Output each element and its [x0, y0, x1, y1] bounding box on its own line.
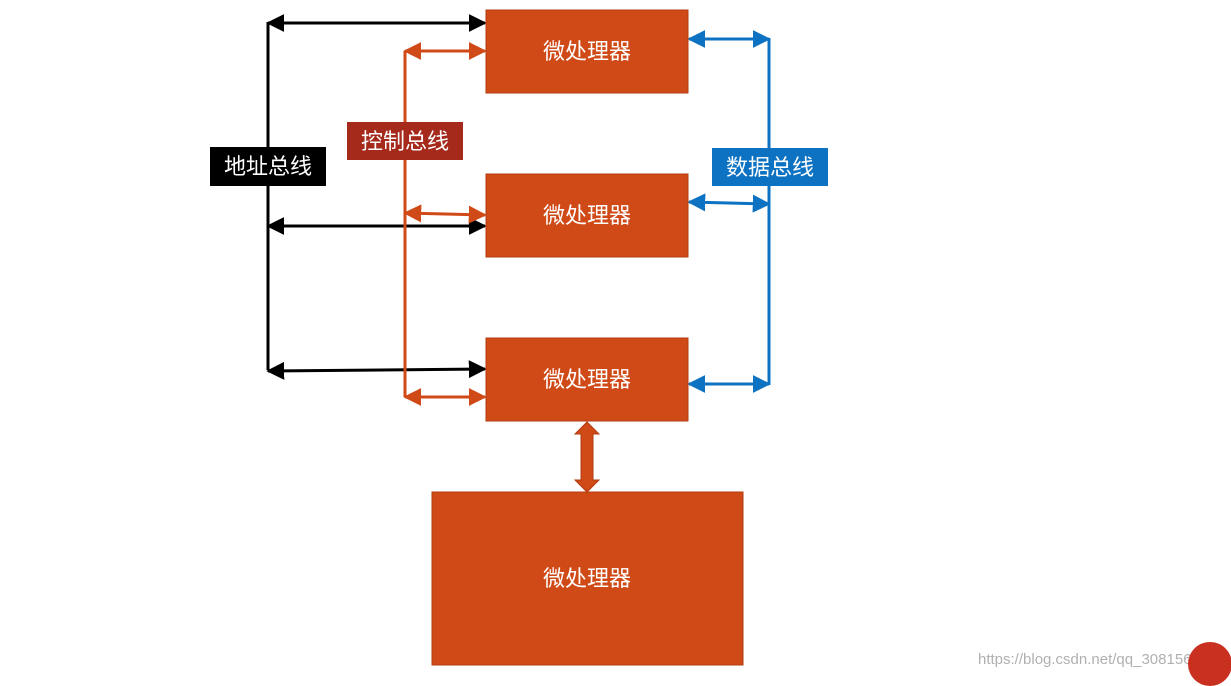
processor-box-3-label: 微处理器 — [543, 368, 631, 393]
processor-box-2-label: 微处理器 — [543, 204, 631, 229]
address-bus-label-bg — [210, 147, 326, 186]
csdn-logo-icon — [1188, 642, 1231, 686]
data-bus: 数据总线 — [687, 30, 828, 393]
processor-box-3: 微处理器 — [485, 337, 689, 422]
control-bus-label-bg — [347, 122, 463, 160]
address-bus: 地址总线 — [210, 14, 487, 380]
processor-box-1: 微处理器 — [485, 9, 689, 94]
box-link-double-arrow — [573, 421, 601, 493]
address-bus-label: 地址总线 — [224, 155, 312, 180]
processor-box-4: 微处理器 — [431, 491, 744, 666]
control-bus-label: 控制总线 — [361, 130, 449, 155]
processor-box-1-label: 微处理器 — [543, 40, 631, 65]
control-bus-arrow-2 — [403, 204, 487, 224]
processor-box-2: 微处理器 — [485, 173, 689, 258]
address-bus-arrow-3 — [266, 360, 487, 380]
data-bus-label: 数据总线 — [726, 156, 814, 181]
data-bus-label-bg — [712, 148, 828, 186]
control-bus: 控制总线 — [347, 42, 487, 406]
watermark-url: https://blog.csdn.net/qq_30815637 — [978, 651, 1209, 668]
data-bus-arrow-2 — [687, 193, 771, 213]
processor-box-4-label: 微处理器 — [543, 567, 631, 592]
